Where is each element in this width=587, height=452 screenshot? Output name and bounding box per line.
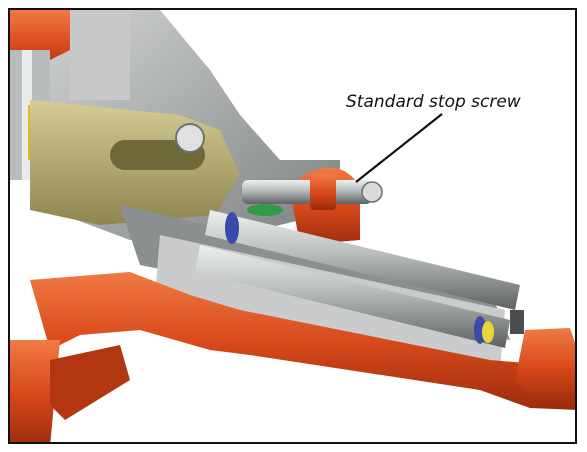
lower-rod	[195, 245, 510, 348]
stop-screw	[242, 174, 383, 210]
seal-green	[247, 204, 283, 216]
end-cap	[510, 310, 575, 406]
callout-label: Standard stop screw	[346, 92, 521, 112]
callout-leader	[355, 113, 443, 183]
diagram-frame: Standard stop screw	[8, 8, 577, 444]
seal-upper	[225, 212, 239, 244]
lower-housing	[10, 272, 575, 442]
actuator-cutaway-illustration	[10, 10, 575, 442]
upper-rod	[205, 210, 520, 310]
seal-yellow	[482, 321, 494, 343]
lever-arm	[30, 100, 240, 225]
